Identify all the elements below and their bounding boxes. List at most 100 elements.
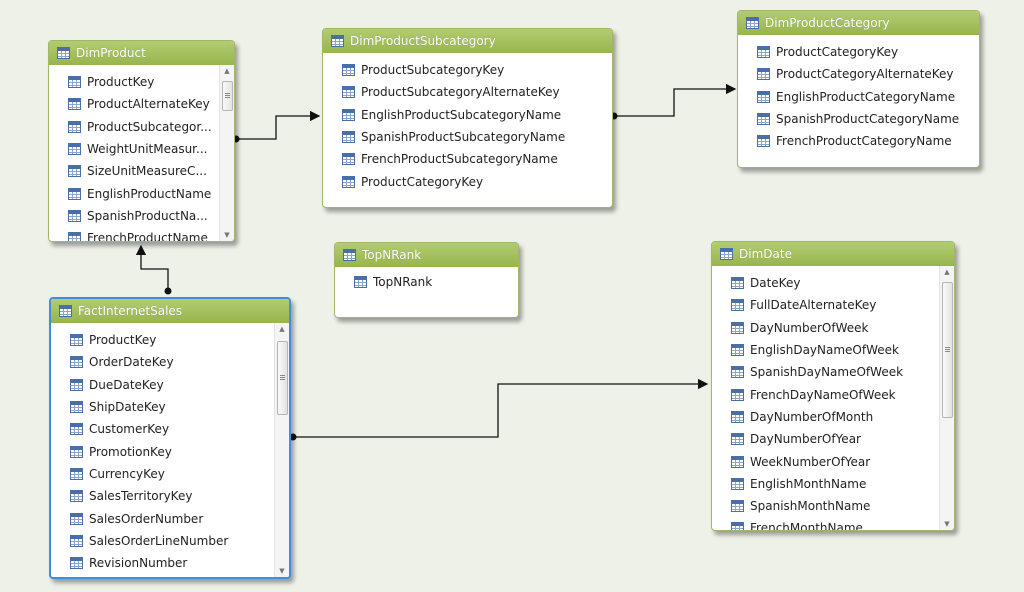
field-row[interactable]: FrenchProductSubcategoryName — [323, 148, 612, 170]
relationship-sales-date[interactable] — [289, 378, 709, 441]
field-row[interactable]: FullDateAlternateKey — [712, 294, 940, 316]
vertical-scrollbar[interactable]: ▲ ▼ — [274, 323, 289, 577]
field-row[interactable]: SpanishMonthName — [712, 495, 940, 517]
field-row[interactable]: ProductKey — [51, 329, 275, 351]
table-topnrank[interactable]: TopNRank TopNRank — [334, 242, 519, 318]
table-header[interactable]: FactInternetSales — [51, 299, 289, 323]
field-row[interactable]: SpanishDayNameOfWeek — [712, 361, 940, 383]
field-row[interactable]: FrenchProductName — [49, 227, 220, 242]
field-row[interactable]: ProductKey — [49, 71, 220, 93]
field-name: EnglishMonthName — [750, 476, 867, 491]
field-row[interactable]: PromotionKey — [51, 440, 275, 462]
field-row[interactable]: DateKey — [712, 272, 940, 294]
scroll-thumb[interactable] — [277, 341, 288, 415]
field-row[interactable]: ProductCategoryKey — [323, 170, 612, 192]
chevron-up-icon[interactable]: ▲ — [944, 268, 950, 276]
table-header[interactable]: DimDate — [712, 242, 954, 266]
field-name: SpanishProductNa... — [87, 208, 208, 223]
field-row[interactable]: WeightUnitMeasur... — [49, 138, 220, 160]
field-row[interactable]: ShipDateKey — [51, 396, 275, 418]
field-name: FrenchProductName — [87, 231, 208, 242]
field-name: SpanishDayNameOfWeek — [750, 365, 904, 380]
table-title: TopNRank — [362, 248, 422, 262]
field-row[interactable]: EnglishProductCategoryName — [738, 86, 979, 108]
field-row[interactable]: OrderDateKey — [51, 351, 275, 373]
table-header[interactable]: TopNRank — [335, 243, 518, 267]
field-row[interactable]: EnglishProductName — [49, 182, 220, 204]
field-row[interactable]: SizeUnitMeasureC... — [49, 160, 220, 182]
vertical-scrollbar[interactable]: ▲ ▼ — [219, 65, 234, 241]
field-row[interactable]: ProductSubcategor... — [49, 116, 220, 138]
scroll-thumb[interactable] — [222, 81, 233, 111]
field-name: DayNumberOfWeek — [750, 320, 869, 335]
chevron-down-icon[interactable]: ▼ — [279, 567, 285, 575]
field-row[interactable]: RevisionNumber — [51, 552, 275, 574]
field-list: ProductSubcategoryKey ProductSubcategory… — [323, 53, 612, 193]
field-name: FullDateAlternateKey — [750, 298, 877, 313]
chevron-up-icon[interactable]: ▲ — [224, 67, 230, 75]
table-dimproductsubcategory[interactable]: DimProductSubcategory ProductSubcategory… — [322, 28, 613, 208]
field-name: ProductKey — [87, 75, 155, 90]
field-row[interactable]: DayNumberOfYear — [712, 428, 940, 450]
table-header[interactable]: DimProductCategory — [738, 11, 979, 35]
field-row[interactable]: FrenchMonthName — [712, 517, 940, 530]
column-grid-icon — [342, 131, 355, 144]
relationship-sales-product[interactable] — [135, 244, 172, 295]
column-grid-icon — [70, 467, 83, 480]
field-list: ProductKey OrderDateKey DueDateKey ShipD… — [51, 323, 275, 577]
column-grid-icon — [70, 378, 83, 391]
field-row[interactable]: TopNRank — [335, 271, 518, 293]
relationship-product-subcategory[interactable] — [232, 110, 321, 143]
field-name: CustomerKey — [89, 422, 170, 437]
table-factinternetsales[interactable]: FactInternetSales ProductKey OrderDateKe… — [49, 297, 291, 579]
table-dimproduct[interactable]: DimProduct ProductKey ProductAlternateKe… — [48, 40, 235, 242]
field-row[interactable]: DueDateKey — [51, 374, 275, 396]
field-name: WeightUnitMeasur... — [87, 142, 208, 157]
column-grid-icon — [70, 490, 83, 503]
column-grid-icon — [354, 276, 367, 289]
field-row[interactable]: DayNumberOfMonth — [712, 406, 940, 428]
field-name: WeekNumberOfYear — [750, 454, 871, 469]
table-title: DimDate — [739, 247, 792, 261]
relationship-subcategory-category[interactable] — [610, 83, 737, 120]
chevron-up-icon[interactable]: ▲ — [279, 325, 285, 333]
column-grid-icon — [342, 86, 355, 99]
chevron-down-icon[interactable]: ▼ — [944, 520, 950, 528]
table-header[interactable]: DimProductSubcategory — [323, 29, 612, 53]
table-header[interactable]: DimProduct — [49, 41, 234, 65]
field-row[interactable]: CustomerKey — [51, 418, 275, 440]
vertical-scrollbar[interactable]: ▲ ▼ — [939, 266, 954, 530]
field-row[interactable]: SpanishProductSubcategoryName — [323, 126, 612, 148]
column-grid-icon — [70, 445, 83, 458]
field-row[interactable]: EnglishMonthName — [712, 473, 940, 495]
field-name: ProductSubcategoryAlternateKey — [361, 85, 560, 100]
field-row[interactable]: SpanishProductNa... — [49, 205, 220, 227]
field-row[interactable]: SalesOrderLineNumber — [51, 530, 275, 552]
field-name: DayNumberOfMonth — [750, 409, 874, 424]
field-row[interactable]: EnglishProductSubcategoryName — [323, 104, 612, 126]
column-grid-icon — [68, 209, 81, 222]
field-name: ProductKey — [89, 333, 157, 348]
field-row[interactable]: ProductCategoryAlternateKey — [738, 63, 979, 85]
field-row[interactable]: FrenchProductCategoryName — [738, 130, 979, 152]
field-name: FrenchProductSubcategoryName — [361, 152, 558, 167]
field-row[interactable]: SalesTerritoryKey — [51, 485, 275, 507]
field-row[interactable]: FrenchDayNameOfWeek — [712, 383, 940, 405]
field-name: SpanishMonthName — [750, 499, 871, 514]
field-row[interactable]: SpanishProductCategoryName — [738, 108, 979, 130]
chevron-down-icon[interactable]: ▼ — [224, 231, 230, 239]
table-dimproductcategory[interactable]: DimProductCategory ProductCategoryKey Pr… — [737, 10, 980, 168]
field-row[interactable]: CurrencyKey — [51, 463, 275, 485]
field-row[interactable]: ProductCategoryKey — [738, 41, 979, 63]
field-row[interactable]: WeekNumberOfYear — [712, 450, 940, 472]
field-row[interactable]: ProductAlternateKey — [49, 93, 220, 115]
field-row[interactable]: SalesOrderNumber — [51, 507, 275, 529]
field-row[interactable]: ProductSubcategoryKey — [323, 59, 612, 81]
scroll-thumb[interactable] — [942, 282, 953, 418]
column-grid-icon — [757, 113, 770, 126]
table-dimdate[interactable]: DimDate DateKey FullDateAlternateKey Day… — [711, 241, 955, 531]
field-row[interactable]: ProductSubcategoryAlternateKey — [323, 81, 612, 103]
field-row[interactable]: EnglishDayNameOfWeek — [712, 339, 940, 361]
column-grid-icon — [731, 455, 744, 468]
field-row[interactable]: DayNumberOfWeek — [712, 317, 940, 339]
